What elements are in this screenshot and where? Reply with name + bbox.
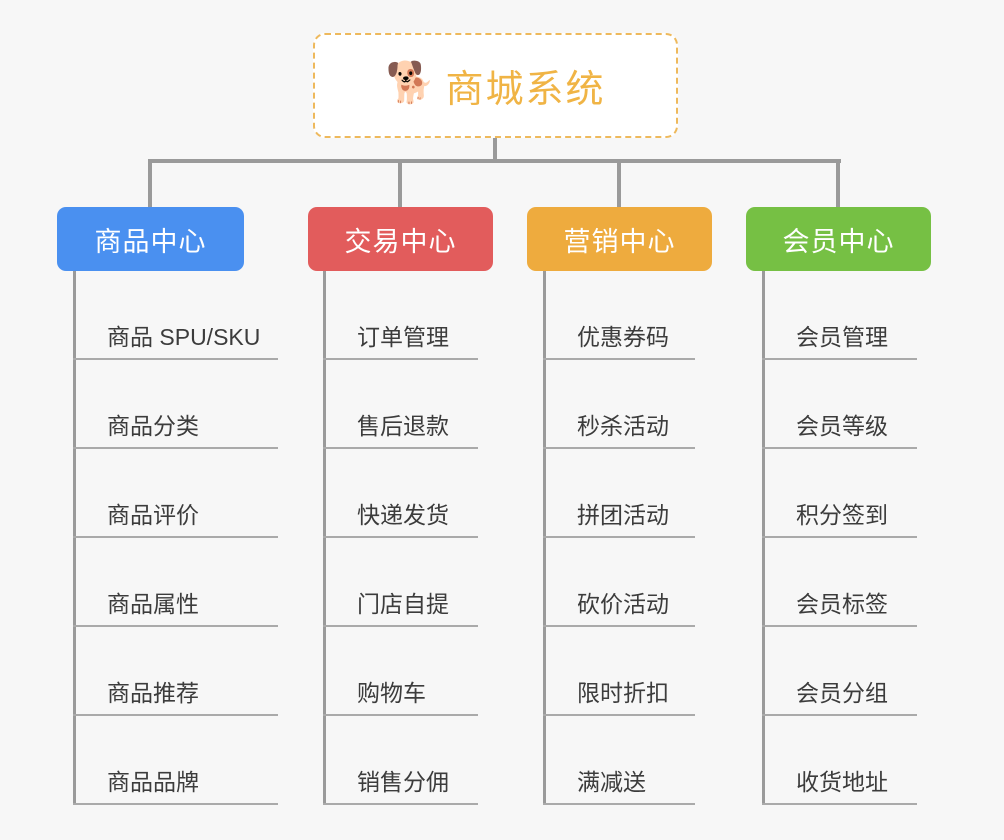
- leaf-item-label: 快递发货: [357, 502, 449, 528]
- leaf-underline: [323, 714, 478, 716]
- leaf-item-label: 售后退款: [357, 413, 449, 439]
- leaf-item[interactable]: 商品分类: [73, 360, 278, 449]
- leaf-item[interactable]: 商品属性: [73, 538, 278, 627]
- leaf-item-label: 拼团活动: [577, 502, 669, 528]
- branch-trunk-line: [73, 271, 76, 805]
- category-label: 交易中心: [344, 226, 457, 257]
- leaf-item[interactable]: 优惠券码: [543, 271, 695, 360]
- leaf-item[interactable]: 商品评价: [73, 449, 278, 538]
- leaf-underline: [543, 536, 695, 538]
- leaf-underline: [73, 358, 278, 360]
- shiba-inu-dog-icon: 🐕: [385, 60, 436, 105]
- leaf-item[interactable]: 会员管理: [762, 271, 917, 360]
- category-label: 会员中心: [782, 226, 895, 257]
- leaf-underline: [762, 714, 917, 716]
- connector-drop-3: [617, 159, 621, 207]
- leaf-item-label: 会员分组: [796, 680, 888, 706]
- leaf-item[interactable]: 快递发货: [323, 449, 478, 538]
- branch-column-3: 优惠券码秒杀活动拼团活动砍价活动限时折扣满减送: [543, 271, 715, 805]
- leaf-item[interactable]: 销售分佣: [323, 716, 478, 805]
- leaf-item[interactable]: 商品品牌: [73, 716, 278, 805]
- leaf-item[interactable]: 售后退款: [323, 360, 478, 449]
- leaf-underline: [762, 536, 917, 538]
- leaf-underline: [323, 536, 478, 538]
- leaf-underline: [323, 625, 478, 627]
- branch-column-2: 订单管理售后退款快递发货门店自提购物车销售分佣: [323, 271, 498, 805]
- leaf-item[interactable]: 商品推荐: [73, 627, 278, 716]
- leaf-item[interactable]: 积分签到: [762, 449, 917, 538]
- branch-trunk-line: [762, 271, 765, 805]
- leaf-item-label: 优惠券码: [577, 324, 669, 350]
- branch-trunk-line: [543, 271, 546, 805]
- leaf-item[interactable]: 会员分组: [762, 627, 917, 716]
- leaf-item[interactable]: 门店自提: [323, 538, 478, 627]
- leaf-underline: [543, 714, 695, 716]
- leaf-item[interactable]: 满减送: [543, 716, 695, 805]
- leaf-item-label: 会员标签: [796, 591, 888, 617]
- leaf-item-label: 会员管理: [796, 324, 888, 350]
- branch-column-1: 商品 SPU/SKU 商品分类商品评价商品属性商品推荐商品品牌: [73, 271, 298, 805]
- leaf-underline: [543, 358, 695, 360]
- leaf-item-label: 积分签到: [796, 502, 888, 528]
- leaf-underline: [543, 447, 695, 449]
- category-label: 营销中心: [563, 226, 676, 257]
- leaf-underline: [543, 803, 695, 805]
- category-label: 商品中心: [94, 226, 207, 257]
- leaf-item-label: 砍价活动: [577, 591, 669, 617]
- leaf-item-label: 商品评价: [107, 502, 199, 528]
- connector-root-stem: [493, 138, 497, 162]
- leaf-item-label: 满减送: [577, 769, 646, 795]
- leaf-underline: [73, 447, 278, 449]
- connector-horizontal-bus: [149, 159, 841, 163]
- leaf-item-label: 商品 SPU/SKU: [107, 324, 261, 350]
- root-node[interactable]: 🐕 商城系统: [313, 33, 678, 138]
- leaf-item[interactable]: 拼团活动: [543, 449, 695, 538]
- leaf-item-label: 秒杀活动: [577, 413, 669, 439]
- connector-drop-2: [398, 159, 402, 207]
- leaf-item-label: 限时折扣: [577, 680, 669, 706]
- branch-column-4: 会员管理会员等级积分签到会员标签会员分组收货地址: [762, 271, 937, 805]
- leaf-underline: [762, 625, 917, 627]
- leaf-item-label: 商品品牌: [107, 769, 199, 795]
- leaf-underline: [323, 447, 478, 449]
- leaf-item-label: 购物车: [357, 680, 426, 706]
- leaf-underline: [323, 803, 478, 805]
- leaf-item-label: 会员等级: [796, 413, 888, 439]
- leaf-item-label: 订单管理: [357, 324, 449, 350]
- connector-drop-1: [148, 159, 152, 207]
- leaf-item[interactable]: 秒杀活动: [543, 360, 695, 449]
- leaf-item[interactable]: 购物车: [323, 627, 478, 716]
- leaf-underline: [762, 447, 917, 449]
- branch-trunk-line: [323, 271, 326, 805]
- root-node-title: 商城系统: [445, 69, 606, 111]
- leaf-underline: [73, 803, 278, 805]
- category-box-3[interactable]: 营销中心: [527, 207, 712, 271]
- connector-drop-4: [836, 159, 840, 207]
- leaf-underline: [73, 714, 278, 716]
- category-box-4[interactable]: 会员中心: [746, 207, 931, 271]
- leaf-item-label: 商品推荐: [107, 680, 199, 706]
- leaf-item-label: 收货地址: [796, 769, 888, 795]
- leaf-underline: [73, 625, 278, 627]
- leaf-item[interactable]: 会员标签: [762, 538, 917, 627]
- leaf-item[interactable]: 会员等级: [762, 360, 917, 449]
- leaf-item-label: 销售分佣: [357, 769, 449, 795]
- leaf-underline: [323, 358, 478, 360]
- category-box-2[interactable]: 交易中心: [308, 207, 493, 271]
- category-box-1[interactable]: 商品中心: [57, 207, 244, 271]
- leaf-item[interactable]: 商品 SPU/SKU: [73, 271, 278, 360]
- leaf-underline: [73, 536, 278, 538]
- leaf-item-label: 门店自提: [357, 591, 449, 617]
- leaf-item-label: 商品属性: [107, 591, 199, 617]
- leaf-item[interactable]: 砍价活动: [543, 538, 695, 627]
- leaf-item[interactable]: 限时折扣: [543, 627, 695, 716]
- leaf-item[interactable]: 订单管理: [323, 271, 478, 360]
- leaf-underline: [762, 358, 917, 360]
- leaf-item[interactable]: 收货地址: [762, 716, 917, 805]
- leaf-item-label: 商品分类: [107, 413, 199, 439]
- leaf-underline: [762, 803, 917, 805]
- leaf-underline: [543, 625, 695, 627]
